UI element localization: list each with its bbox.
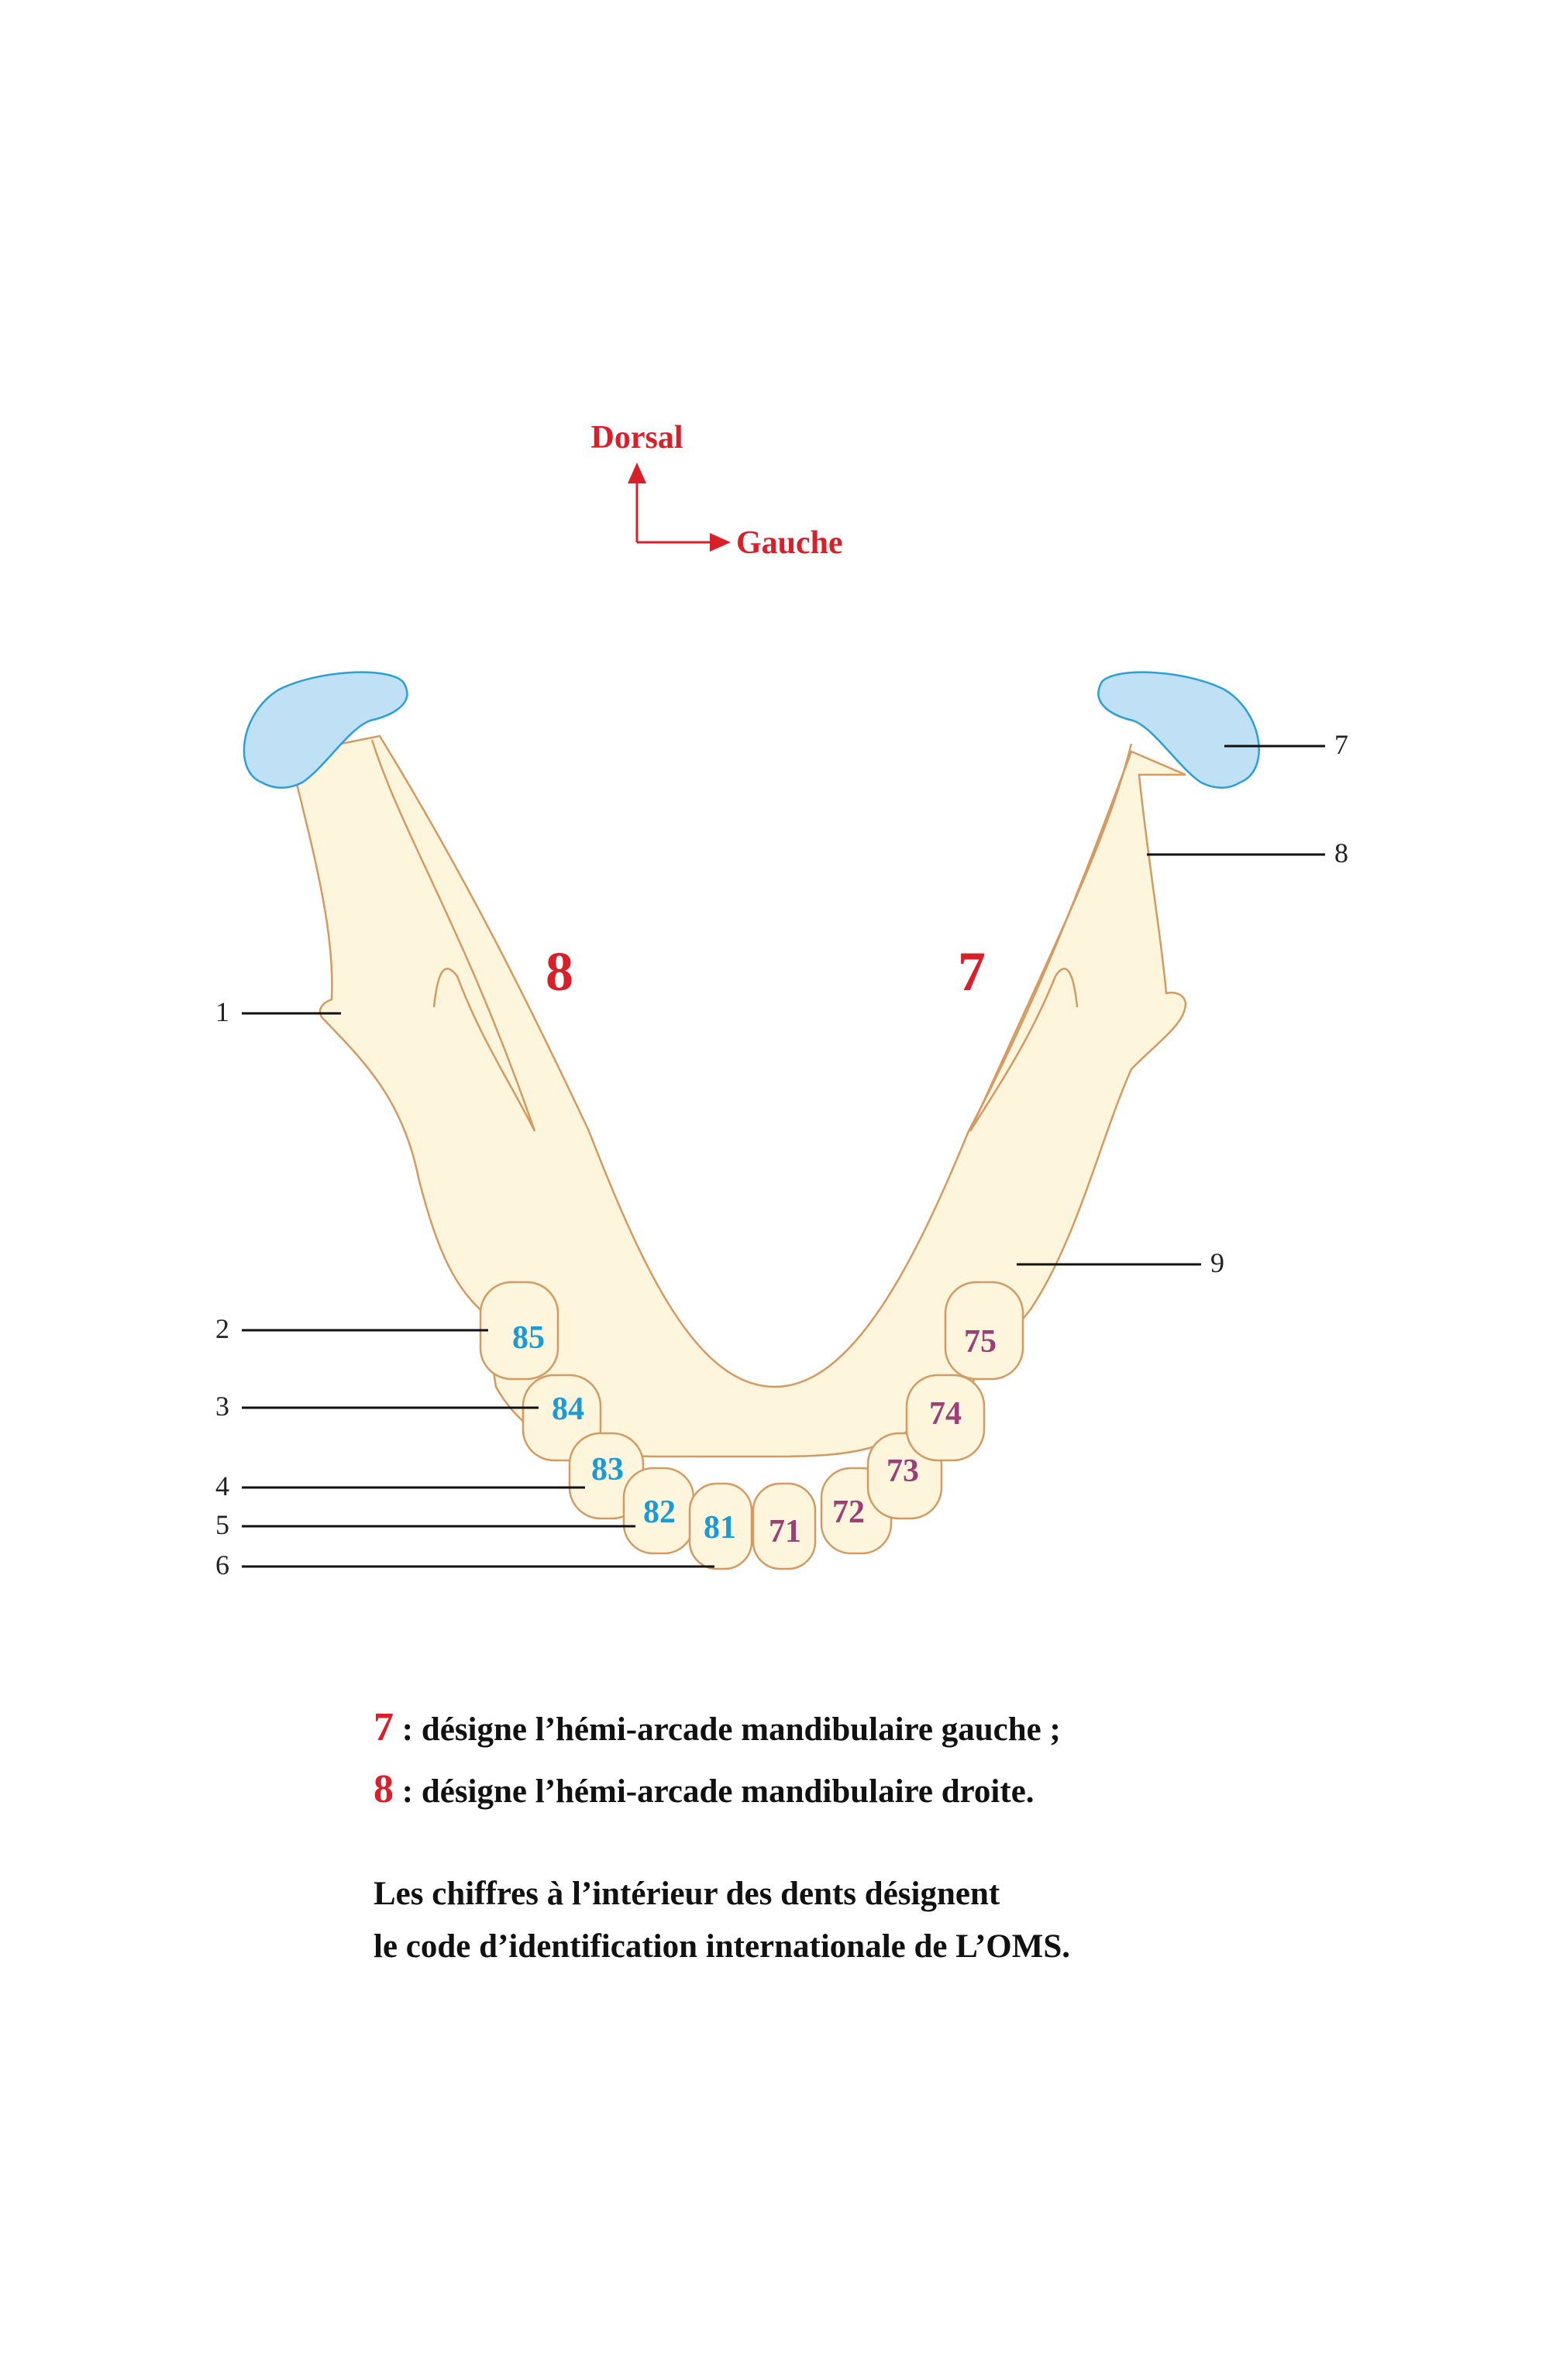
mandible-body [293, 734, 1187, 1458]
callout-6: 6 [215, 1549, 229, 1580]
tooth-code-85: 85 [512, 1320, 545, 1356]
quadrant-left-number: 7 [958, 941, 986, 1003]
tooth-81 [688, 1482, 753, 1570]
right-condyle [243, 671, 408, 789]
callout-2: 2 [215, 1313, 229, 1344]
tooth-code-81: 81 [704, 1510, 736, 1546]
legend-7-number: 7 [374, 1705, 394, 1749]
legend-7-text: : désigne l’hémi-arcade mandibulaire gau… [394, 1711, 1061, 1748]
tooth-code-83: 83 [591, 1452, 624, 1488]
teeth-right [479, 1281, 753, 1570]
callout-4: 4 [215, 1470, 229, 1501]
note-line-2: le code d’identification internationale … [374, 1928, 1070, 1965]
left-condyle [1097, 671, 1260, 789]
tooth-code-72: 72 [832, 1494, 865, 1530]
tooth-75 [944, 1281, 1024, 1381]
tooth-code-75: 75 [964, 1324, 997, 1360]
callout-8: 8 [1334, 837, 1348, 868]
tooth-code-71: 71 [769, 1514, 801, 1549]
legend-line-7: 7 : désigne l’hémi-arcade mandibulaire g… [374, 1704, 1497, 1750]
tooth-code-82: 82 [643, 1494, 676, 1530]
tooth-74 [905, 1374, 986, 1462]
dorsal-label: Dorsal [591, 420, 683, 456]
quadrant-right-number: 8 [546, 941, 573, 1003]
ramus-details [370, 739, 1133, 1132]
tooth-code-74: 74 [929, 1396, 962, 1432]
tooth-71 [752, 1482, 817, 1570]
note-line-1: Les chiffres à l’intérieur des dents dés… [374, 1876, 1000, 1912]
orientation-indicator: Dorsal Gauche [591, 420, 843, 561]
callout-1: 1 [215, 996, 229, 1027]
callout-7: 7 [1334, 729, 1348, 760]
tooth-code-84: 84 [552, 1391, 584, 1427]
left-label: Gauche [736, 525, 843, 561]
teeth-left [752, 1281, 1024, 1570]
legend-line-8: 8 : désigne l’hémi-arcade mandibulaire d… [374, 1766, 1497, 1812]
callout-3: 3 [215, 1391, 229, 1422]
callout-9: 9 [1210, 1247, 1224, 1278]
tooth-code-73: 73 [886, 1453, 919, 1489]
callout-5: 5 [215, 1509, 229, 1540]
legend-8-number: 8 [374, 1767, 394, 1811]
leader-lines [242, 745, 1325, 1568]
legend-8-text: : désigne l’hémi-arcade mandibulaire dro… [394, 1773, 1034, 1810]
